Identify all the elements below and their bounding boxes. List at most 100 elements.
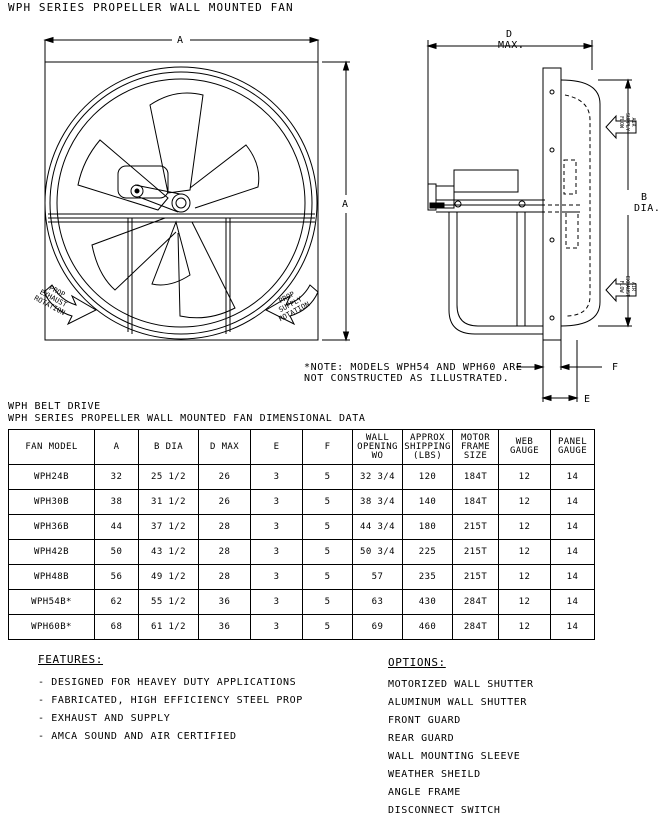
table-cell: 57 <box>352 564 403 590</box>
feature-item: - DESIGNED FOR HEAVEY DUTY APPLICATIONS <box>38 677 297 688</box>
table-cell: 184T <box>452 464 499 490</box>
table-cell: 460 <box>402 614 453 640</box>
table-cell: 5 <box>302 564 353 590</box>
table-cell: 26 <box>198 464 251 490</box>
table-cell: 3 <box>250 514 303 540</box>
table-cell: 180 <box>402 514 453 540</box>
table-cell: 49 1/2 <box>138 564 199 590</box>
air-supply-flow-label: AIR SUPPLY FLOW <box>618 113 636 132</box>
side-view <box>426 40 637 402</box>
column-header: A <box>94 429 139 465</box>
option-item: REAR GUARD <box>388 733 455 744</box>
table-cell: WPH42B <box>8 539 95 565</box>
note-line-1: *NOTE: MODELS WPH54 AND WPH60 ARE <box>304 362 523 373</box>
table-cell: 284T <box>452 589 499 615</box>
table-cell: 28 <box>198 514 251 540</box>
table-cell: 69 <box>352 614 403 640</box>
table-cell: 63 <box>352 589 403 615</box>
front-view <box>43 36 350 342</box>
page-title: WPH SERIES PROPELLER WALL MOUNTED FAN <box>8 1 294 14</box>
table-cell: WPH24B <box>8 464 95 490</box>
table-cell: 14 <box>550 614 595 640</box>
dim-a-side-label: A <box>342 199 349 210</box>
table-cell: 12 <box>498 539 551 565</box>
table-cell: 28 <box>198 539 251 565</box>
table-cell: 3 <box>250 539 303 565</box>
option-item: MOTORIZED WALL SHUTTER <box>388 679 534 690</box>
table-cell: 37 1/2 <box>138 514 199 540</box>
column-header: F <box>302 429 353 465</box>
table-cell: 55 1/2 <box>138 589 199 615</box>
dim-f-label: F <box>612 362 619 373</box>
table-cell: 38 <box>94 489 139 515</box>
table-cell: 14 <box>550 539 595 565</box>
table-cell: 44 <box>94 514 139 540</box>
table-cell: 56 <box>94 564 139 590</box>
table-cell: WPH36B <box>8 514 95 540</box>
table-cell: 38 3/4 <box>352 489 403 515</box>
table-cell: 50 3/4 <box>352 539 403 565</box>
table-cell: 28 <box>198 564 251 590</box>
dim-b-label: B <box>641 192 648 203</box>
dim-d-max-label: MAX. <box>498 40 525 51</box>
table-cell: 5 <box>302 589 353 615</box>
table-cell: 5 <box>302 614 353 640</box>
table-cell: 3 <box>250 614 303 640</box>
table-cell: 215T <box>452 564 499 590</box>
table-cell: 3 <box>250 489 303 515</box>
table-cell: 32 <box>94 464 139 490</box>
table-cell: 215T <box>452 539 499 565</box>
table-cell: 36 <box>198 589 251 615</box>
table-cell: 32 3/4 <box>352 464 403 490</box>
table-cell: WPH30B <box>8 489 95 515</box>
table-cell: 62 <box>94 589 139 615</box>
table-cell: 5 <box>302 489 353 515</box>
table-cell: 5 <box>302 514 353 540</box>
table-cell: 14 <box>550 514 595 540</box>
table-cell: 14 <box>550 464 595 490</box>
table-cell: 44 3/4 <box>352 514 403 540</box>
table-caption-1: WPH BELT DRIVE <box>8 401 101 412</box>
dim-d-label: D <box>506 29 513 40</box>
table-cell: 12 <box>498 614 551 640</box>
table-cell: WPH48B <box>8 564 95 590</box>
table-cell: 225 <box>402 539 453 565</box>
table-cell: 36 <box>198 614 251 640</box>
note-line-2: NOT CONSTRUCTED AS ILLUSTRATED. <box>304 373 510 384</box>
table-cell: 12 <box>498 464 551 490</box>
column-header: B DIA <box>138 429 199 465</box>
dim-e-label: E <box>584 394 591 405</box>
table-cell: 68 <box>94 614 139 640</box>
table-cell: 140 <box>402 489 453 515</box>
table-cell: 14 <box>550 564 595 590</box>
option-item: DISCONNECT SWITCH <box>388 805 501 816</box>
option-item: WEATHER SHEILD <box>388 769 481 780</box>
table-cell: 12 <box>498 564 551 590</box>
table-cell: 5 <box>302 539 353 565</box>
table-cell: 235 <box>402 564 453 590</box>
table-cell: 43 1/2 <box>138 539 199 565</box>
table-cell: 12 <box>498 589 551 615</box>
option-item: WALL MOUNTING SLEEVE <box>388 751 521 762</box>
column-header: D MAX <box>198 429 251 465</box>
feature-item: - EXHAUST AND SUPPLY <box>38 713 171 724</box>
feature-item: - FABRICATED, HIGH EFFICIENCY STEEL PROP <box>38 695 303 706</box>
table-cell: 12 <box>498 489 551 515</box>
air-exhaust-flow-label: AIR EXHAUST FLOW <box>618 276 636 298</box>
column-header: E <box>250 429 303 465</box>
table-caption-2: WPH SERIES PROPELLER WALL MOUNTED FAN DI… <box>8 413 366 424</box>
table-cell: 26 <box>198 489 251 515</box>
option-item: ANGLE FRAME <box>388 787 461 798</box>
option-item: ALUMINUM WALL SHUTTER <box>388 697 528 708</box>
